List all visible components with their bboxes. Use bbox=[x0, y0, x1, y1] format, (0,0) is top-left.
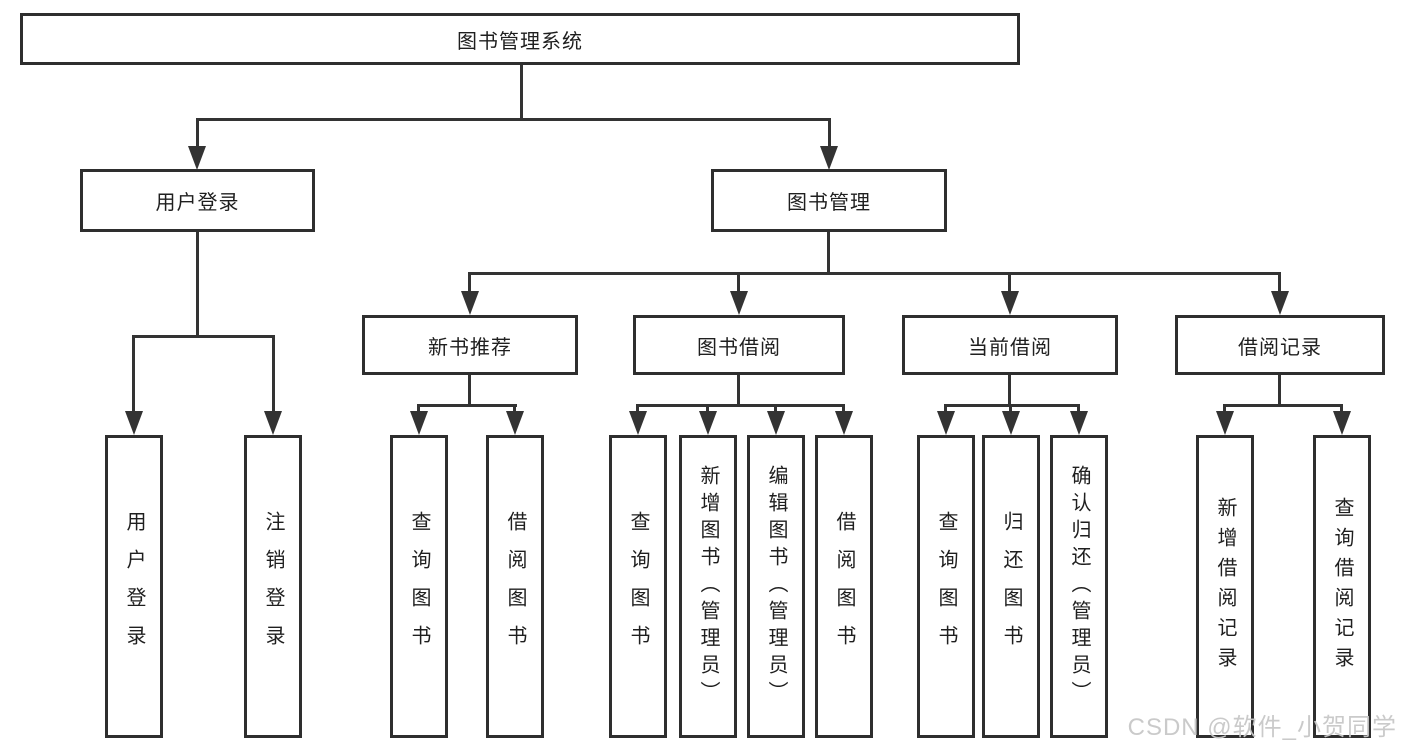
connector-arrow-down bbox=[1271, 291, 1289, 315]
leaf-label: 用户登录 bbox=[123, 510, 145, 663]
connector-line bbox=[1008, 272, 1011, 293]
connector-line bbox=[417, 404, 420, 414]
connector-line bbox=[132, 335, 275, 338]
connector-arrow-down bbox=[1002, 411, 1020, 435]
leaf-label: 注销登录 bbox=[262, 510, 284, 663]
connector-arrow-down bbox=[1001, 291, 1019, 315]
connector-line bbox=[520, 65, 523, 120]
node-current-borrowing: 当前借阅 bbox=[902, 315, 1118, 375]
connector-line bbox=[636, 404, 845, 407]
connector-line bbox=[468, 272, 471, 293]
connector-line bbox=[468, 272, 1281, 275]
leaf-query-books-recommend: 查询图书 bbox=[390, 435, 448, 738]
leaf-borrow-books: 借阅图书 bbox=[815, 435, 873, 738]
connector-line bbox=[1008, 375, 1011, 406]
connector-line bbox=[842, 404, 845, 414]
connector-line bbox=[1340, 404, 1343, 414]
leaf-label: 查询图书 bbox=[935, 510, 957, 663]
connector-line bbox=[1009, 404, 1012, 414]
connector-line bbox=[1223, 404, 1343, 407]
connector-line bbox=[827, 232, 830, 274]
connector-line bbox=[196, 232, 199, 335]
connector-arrow-down bbox=[937, 411, 955, 435]
leaf-label: 新增借阅记录 bbox=[1214, 496, 1236, 677]
leaf-label: 查询图书 bbox=[408, 510, 430, 663]
leaf-return-books: 归还图书 bbox=[982, 435, 1040, 738]
connector-line bbox=[1278, 272, 1281, 293]
connector-line bbox=[1077, 404, 1080, 414]
connector-line bbox=[1223, 404, 1226, 414]
connector-arrow-down bbox=[629, 411, 647, 435]
leaf-label: 新增图书（管理员） bbox=[697, 465, 719, 708]
connector-line bbox=[272, 335, 275, 413]
leaf-confirm-return-admin: 确认归还（管理员） bbox=[1050, 435, 1108, 738]
connector-arrow-down bbox=[410, 411, 428, 435]
node-new-book-recommendation: 新书推荐 bbox=[362, 315, 578, 375]
leaf-label: 查询借阅记录 bbox=[1331, 496, 1353, 677]
leaf-query-borrow-record: 查询借阅记录 bbox=[1313, 435, 1371, 738]
connector-line bbox=[944, 404, 1080, 407]
connector-arrow-down bbox=[188, 146, 206, 170]
connector-arrow-down bbox=[820, 146, 838, 170]
connector-arrow-down bbox=[264, 411, 282, 435]
node-user-login: 用户登录 bbox=[80, 169, 315, 232]
connector-line bbox=[132, 335, 135, 413]
connector-arrow-down bbox=[1333, 411, 1351, 435]
connector-arrow-down bbox=[767, 411, 785, 435]
connector-line bbox=[196, 118, 831, 121]
leaf-edit-book-admin: 编辑图书（管理员） bbox=[747, 435, 805, 738]
leaf-logout: 注销登录 bbox=[244, 435, 302, 738]
leaf-label: 借阅图书 bbox=[504, 510, 526, 663]
connector-line bbox=[828, 118, 831, 150]
connector-line bbox=[636, 404, 639, 414]
node-borrowing-records: 借阅记录 bbox=[1175, 315, 1385, 375]
connector-line bbox=[774, 404, 777, 414]
connector-arrow-down bbox=[1216, 411, 1234, 435]
leaf-add-borrow-record: 新增借阅记录 bbox=[1196, 435, 1254, 738]
leaf-label: 编辑图书（管理员） bbox=[765, 465, 787, 708]
connector-line bbox=[706, 404, 709, 414]
leaf-add-book-admin: 新增图书（管理员） bbox=[679, 435, 737, 738]
connector-arrow-down bbox=[125, 411, 143, 435]
node-book-borrowing: 图书借阅 bbox=[633, 315, 845, 375]
leaf-label: 借阅图书 bbox=[833, 510, 855, 663]
leaf-label: 确认归还（管理员） bbox=[1068, 465, 1090, 708]
connector-line bbox=[944, 404, 947, 414]
leaf-query-books-borrow: 查询图书 bbox=[609, 435, 667, 738]
connector-line bbox=[417, 404, 517, 407]
connector-arrow-down bbox=[506, 411, 524, 435]
connector-arrow-down bbox=[1070, 411, 1088, 435]
connector-line bbox=[737, 375, 740, 406]
connector-line bbox=[196, 118, 199, 150]
leaf-borrow-books-recommend: 借阅图书 bbox=[486, 435, 544, 738]
connector-line bbox=[468, 375, 471, 406]
connector-line bbox=[1278, 375, 1281, 406]
connector-line bbox=[513, 404, 516, 414]
connector-arrow-down bbox=[461, 291, 479, 315]
leaf-label: 归还图书 bbox=[1000, 510, 1022, 663]
csdn-watermark: CSDN @软件_小贺同学 bbox=[1127, 714, 1397, 741]
leaf-user-login: 用户登录 bbox=[105, 435, 163, 738]
leaf-query-books-current: 查询图书 bbox=[917, 435, 975, 738]
connector-arrow-down bbox=[730, 291, 748, 315]
connector-arrow-down bbox=[835, 411, 853, 435]
leaf-label: 查询图书 bbox=[627, 510, 649, 663]
node-library-management-system: 图书管理系统 bbox=[20, 13, 1020, 65]
node-book-management: 图书管理 bbox=[711, 169, 947, 232]
connector-arrow-down bbox=[699, 411, 717, 435]
connector-line bbox=[737, 272, 740, 293]
